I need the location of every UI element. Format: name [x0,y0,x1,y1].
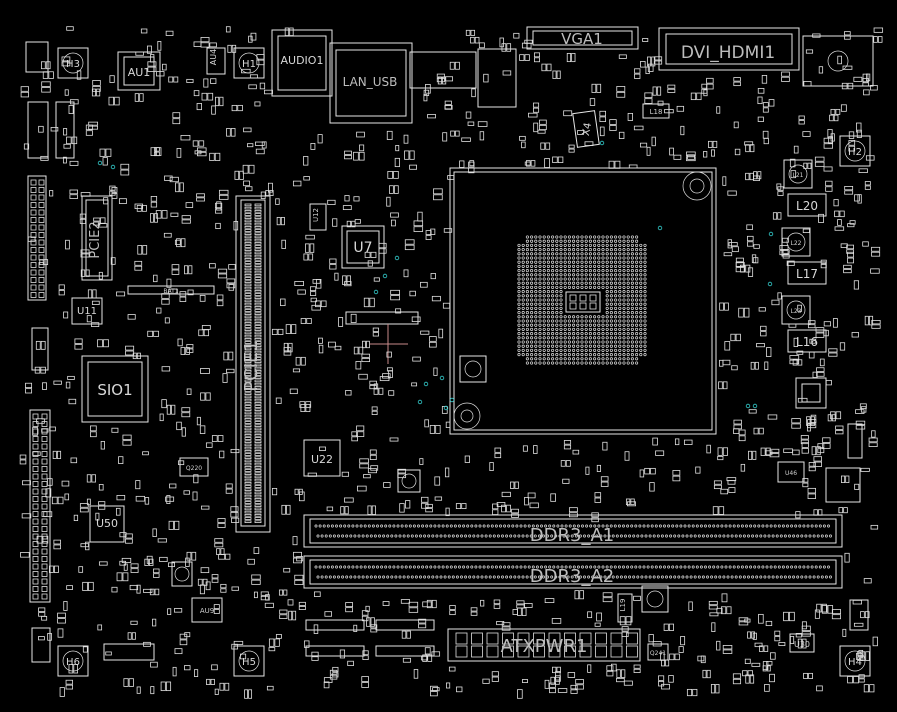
test-points [97,140,774,411]
svg-text:X4: X4 [581,122,594,137]
chip-au9[interactable]: AU9 [191,597,223,623]
svg-text:L17: L17 [796,267,818,281]
dvi-hdmi-connector[interactable]: DVI_HDMI1 [658,27,800,71]
usb-connector-right[interactable] [802,35,874,87]
cpu-pin-grid [517,235,647,365]
svg-text:LAN_USB: LAN_USB [343,75,398,89]
svg-text:BAT1: BAT1 [163,288,178,295]
svg-text:U22: U22 [311,453,333,466]
svg-text:DDR3_A1: DDR3_A1 [530,525,614,546]
svg-text:SIO1: SIO1 [97,381,132,399]
svg-text:ATXPWR1: ATXPWR1 [501,636,588,657]
svg-text:U12: U12 [312,208,320,222]
chip-u50[interactable]: U50 [89,505,125,543]
pcie-slot-1[interactable]: PCIE1 [235,195,271,533]
svg-text:L20: L20 [796,199,818,213]
svg-text:U11: U11 [77,306,97,317]
chip-au4[interactable]: AU4 [206,47,226,75]
usb-connector-mid[interactable] [409,48,517,108]
cpu-center-pads [565,291,601,313]
svg-text:Q241: Q241 [650,650,666,657]
mounting-hole-h3: H3 [57,47,89,79]
ddr3-slot-a2[interactable]: DDR3_A2 [303,555,843,589]
header-jumper-mid[interactable] [345,311,419,325]
mounting-hole-h4: H4 [839,645,871,677]
svg-text:H2: H2 [848,147,862,158]
smd-components [19,26,884,699]
vga-connector[interactable]: VGA1 [526,26,639,50]
lan-usb-connector[interactable]: LAN_USB [329,42,413,124]
chip-u11[interactable]: U11 [71,297,103,325]
svg-text:L19: L19 [619,599,627,612]
svg-text:PCIE2: PCIE2 [88,221,103,258]
svg-text:Q220: Q220 [186,465,202,472]
svg-text:AU1: AU1 [128,66,151,79]
svg-text:U50: U50 [96,517,118,530]
svg-text:H4: H4 [848,657,862,668]
svg-text:L22: L22 [791,240,802,247]
capacitors [171,355,863,613]
svg-text:L18: L18 [650,108,663,116]
inductor-l17[interactable]: L17 [787,261,827,285]
chip-u46[interactable]: U46 [777,461,805,483]
svg-text:DDR3_A2: DDR3_A2 [530,566,614,587]
svg-text:U46: U46 [785,470,797,477]
svg-text:AU4: AU4 [209,49,218,65]
svg-text:AUDIO1: AUDIO1 [281,54,324,67]
svg-text:DVI_HDMI1: DVI_HDMI1 [681,43,775,63]
svg-text:H6: H6 [66,657,80,668]
inductor-l20[interactable]: L20 [787,193,827,217]
inductor-l16[interactable]: L16 [787,329,827,353]
svg-text:L16: L16 [796,335,818,349]
svg-text:AU9: AU9 [200,607,214,615]
ddr3-slot-a1[interactable]: DDR3_A1 [303,514,843,548]
chip-u22[interactable]: U22 [303,439,341,477]
inductor-l21[interactable]: L21 [783,159,813,189]
mosfet-q241[interactable]: Q241 [647,643,669,661]
svg-text:PCIE1: PCIE1 [241,340,262,392]
audio-connector[interactable]: AUDIO1 [271,29,333,97]
pcie-slot-2[interactable]: PCIE2 [81,195,113,281]
header-left-top[interactable] [25,41,75,159]
mounting-hole-h5: H5 [233,645,265,677]
super-io-sio1[interactable]: SIO1 [81,355,149,423]
atx-power-connector[interactable]: ATXPWR1 [447,628,641,662]
svg-text:H1: H1 [242,59,256,70]
chip-u12[interactable]: U12 [309,203,327,231]
inductor-l18[interactable]: L18 [642,103,670,119]
svg-text:VGA1: VGA1 [561,30,603,48]
front-panel-header-left[interactable] [29,409,51,603]
svg-text:L21: L21 [793,172,804,179]
svg-text:H5: H5 [242,657,256,668]
svg-text:H3: H3 [66,59,80,70]
cpu-socket[interactable] [449,167,717,435]
svg-text:L23: L23 [791,308,802,315]
